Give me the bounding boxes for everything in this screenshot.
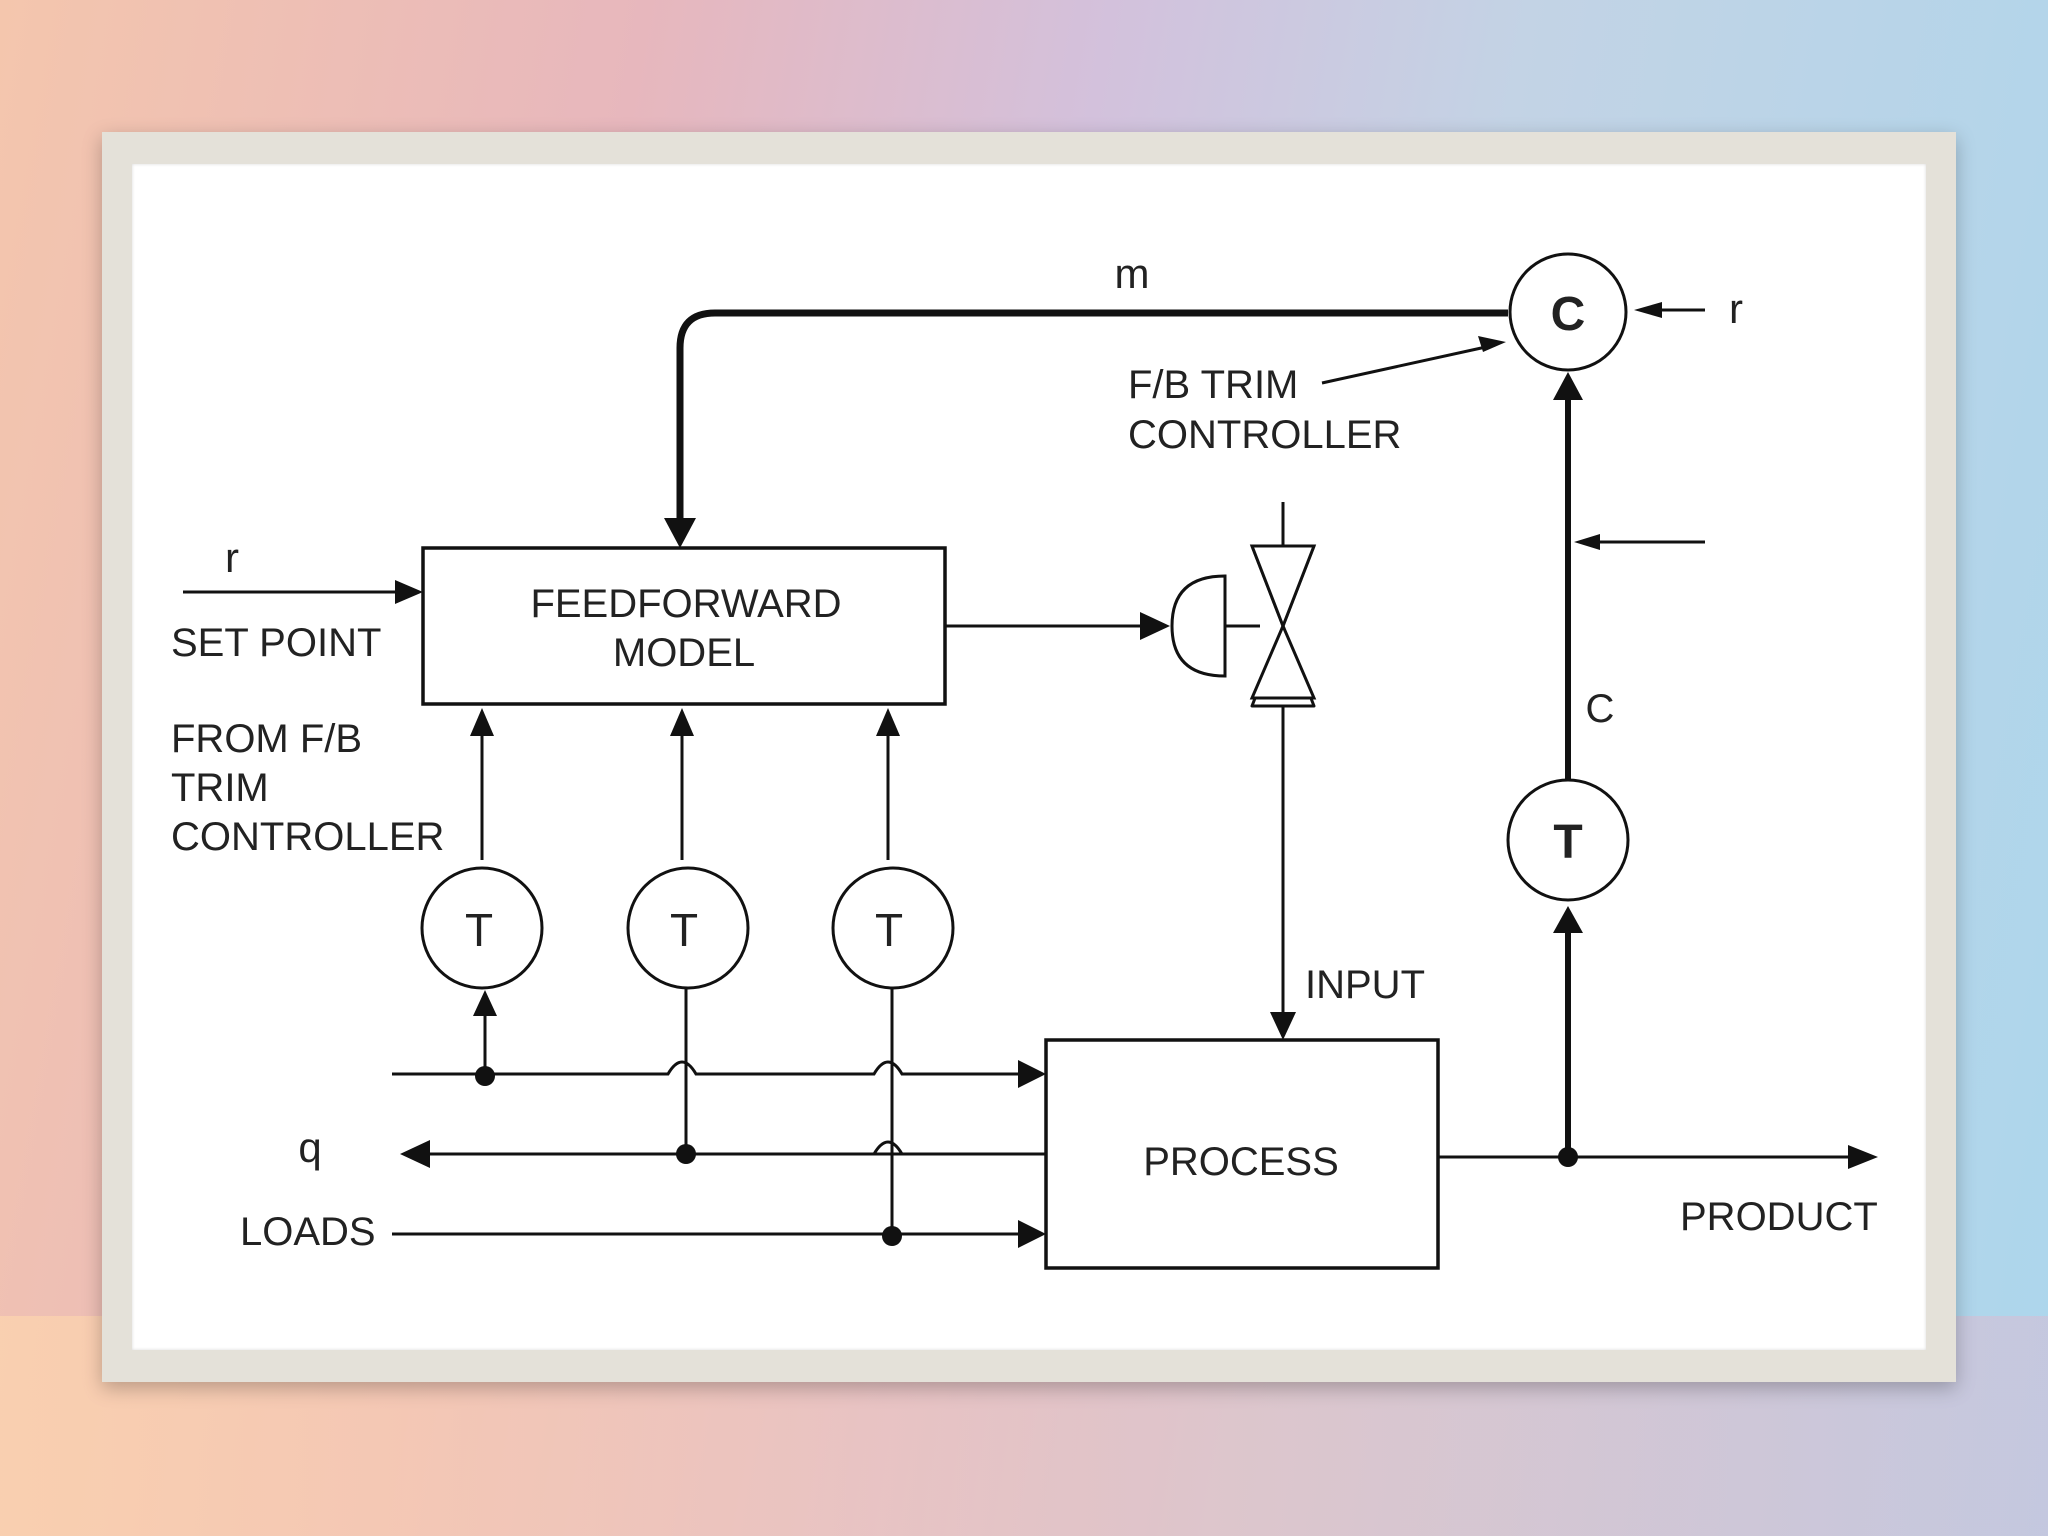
t2-arrowhead [670, 708, 694, 736]
junction-dot [676, 1144, 696, 1164]
junction-dot [475, 1066, 495, 1086]
picture-frame: C T T T T m r r C q F/B TRIM CONTROLLER … [102, 132, 1956, 1382]
product-arrowhead [1848, 1145, 1878, 1169]
t1-tap-arrowhead [473, 990, 497, 1016]
q-signal-label: q [298, 1124, 321, 1171]
fb-trim-leader [1321, 343, 1496, 385]
valve-upper-triangle [1249, 544, 1317, 631]
from-fb-label-1: FROM F/B [171, 717, 362, 761]
input-label: INPUT [1305, 963, 1425, 1007]
controller-circle [1508, 252, 1628, 372]
process-block [1044, 1038, 1440, 1270]
load-transmitter-symbol-1: T [465, 904, 493, 956]
load-line-1 [392, 1060, 1030, 1076]
side-input-arrowhead [1574, 534, 1600, 550]
process-label: PROCESS [1143, 1140, 1339, 1184]
product-transmitter-circle [1506, 778, 1630, 902]
feedforward-label-2: MODEL [613, 631, 755, 675]
t1-arrowhead [470, 708, 494, 736]
fb-trim-label-2: CONTROLLER [1128, 413, 1401, 457]
diagram-paper: C T T T T m r r C q F/B TRIM CONTROLLER … [132, 164, 1926, 1350]
fb-trim-arrowhead [1478, 336, 1506, 352]
controller-symbol: C [1551, 288, 1586, 341]
product-transmitter-arrowhead [1553, 906, 1583, 933]
r-setpoint-label: r [225, 534, 239, 581]
load-transmitter-circle-2 [626, 866, 750, 990]
valve-actuator-icon [1170, 574, 1227, 678]
m-signal-line [676, 309, 1508, 520]
c-arrowhead [1553, 372, 1583, 400]
junction-dot [882, 1226, 902, 1246]
fb-trim-label-1: F/B TRIM [1128, 363, 1298, 407]
from-fb-label-2: TRIM [171, 766, 269, 810]
setpoint-arrowhead [395, 580, 423, 604]
load1-arrowhead [1018, 1060, 1046, 1088]
r-top-arrowhead [1634, 302, 1662, 318]
set-point-label: SET POINT [171, 621, 381, 665]
from-fb-label-3: CONTROLLER [171, 815, 444, 859]
loads-arrowhead [1018, 1220, 1046, 1248]
input-arrowhead [1270, 1012, 1296, 1040]
c-signal-label: C [1586, 687, 1615, 731]
m-signal-label: m [1115, 250, 1150, 297]
q-arrowhead [400, 1140, 430, 1168]
q-line [420, 1140, 1045, 1156]
valve-lower-triangle [1249, 622, 1317, 700]
load-transmitter-circle-1 [420, 866, 544, 990]
load-transmitter-symbol-3: T [875, 904, 903, 956]
load-transmitter-symbol-2: T [670, 904, 698, 956]
product-label: PRODUCT [1680, 1195, 1878, 1239]
product-transmitter-symbol: T [1553, 816, 1582, 869]
loads-label: LOADS [240, 1210, 376, 1254]
m-arrowhead [664, 518, 696, 548]
feedforward-model-block [421, 546, 947, 706]
r-top-label: r [1729, 285, 1743, 332]
junction-dot [1558, 1147, 1578, 1167]
load-transmitter-circle-3 [831, 866, 955, 990]
ff-output-arrowhead [1140, 612, 1170, 640]
t3-arrowhead [876, 708, 900, 736]
feedforward-label-1: FEEDFORWARD [530, 582, 841, 626]
feedforward-control-diagram: C T T T T m r r C q F/B TRIM CONTROLLER … [171, 250, 1878, 1270]
